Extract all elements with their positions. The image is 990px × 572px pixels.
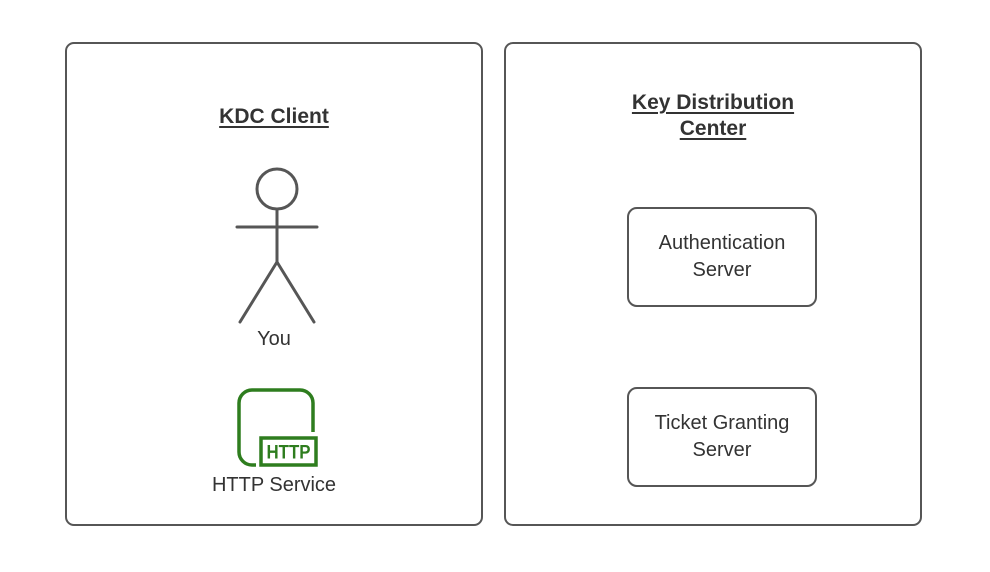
- http-service-icon: HTTP: [237, 388, 322, 472]
- person-head: [255, 167, 299, 211]
- http-badge-box: [259, 436, 318, 467]
- key-distribution-center-panel: Key Distribution Center Authentication S…: [504, 42, 922, 526]
- http-badge-label: HTTP: [267, 443, 311, 464]
- kdc-client-panel-title-text: KDC Client: [219, 105, 329, 128]
- kdc-client-panel-title: KDC Client: [67, 104, 481, 130]
- http-service-label: HTTP Service: [211, 474, 337, 496]
- person-icon: [235, 167, 319, 324]
- ticket-granting-server-label: Ticket Granting Server: [654, 412, 790, 461]
- authentication-server-box: Authentication Server: [627, 207, 817, 307]
- person-right-leg: [275, 260, 316, 324]
- kdc-panel-title-text: Key Distribution Center: [631, 91, 795, 140]
- ticket-granting-server-box: Ticket Granting Server: [627, 387, 817, 487]
- actor-label: You: [257, 328, 291, 350]
- kdc-panel-title: Key Distribution Center: [506, 90, 920, 142]
- kdc-client-panel: KDC Client You HTTP HTTP Service: [65, 42, 483, 526]
- authentication-server-label: Authentication Server: [658, 232, 786, 281]
- person-left-leg: [238, 260, 279, 324]
